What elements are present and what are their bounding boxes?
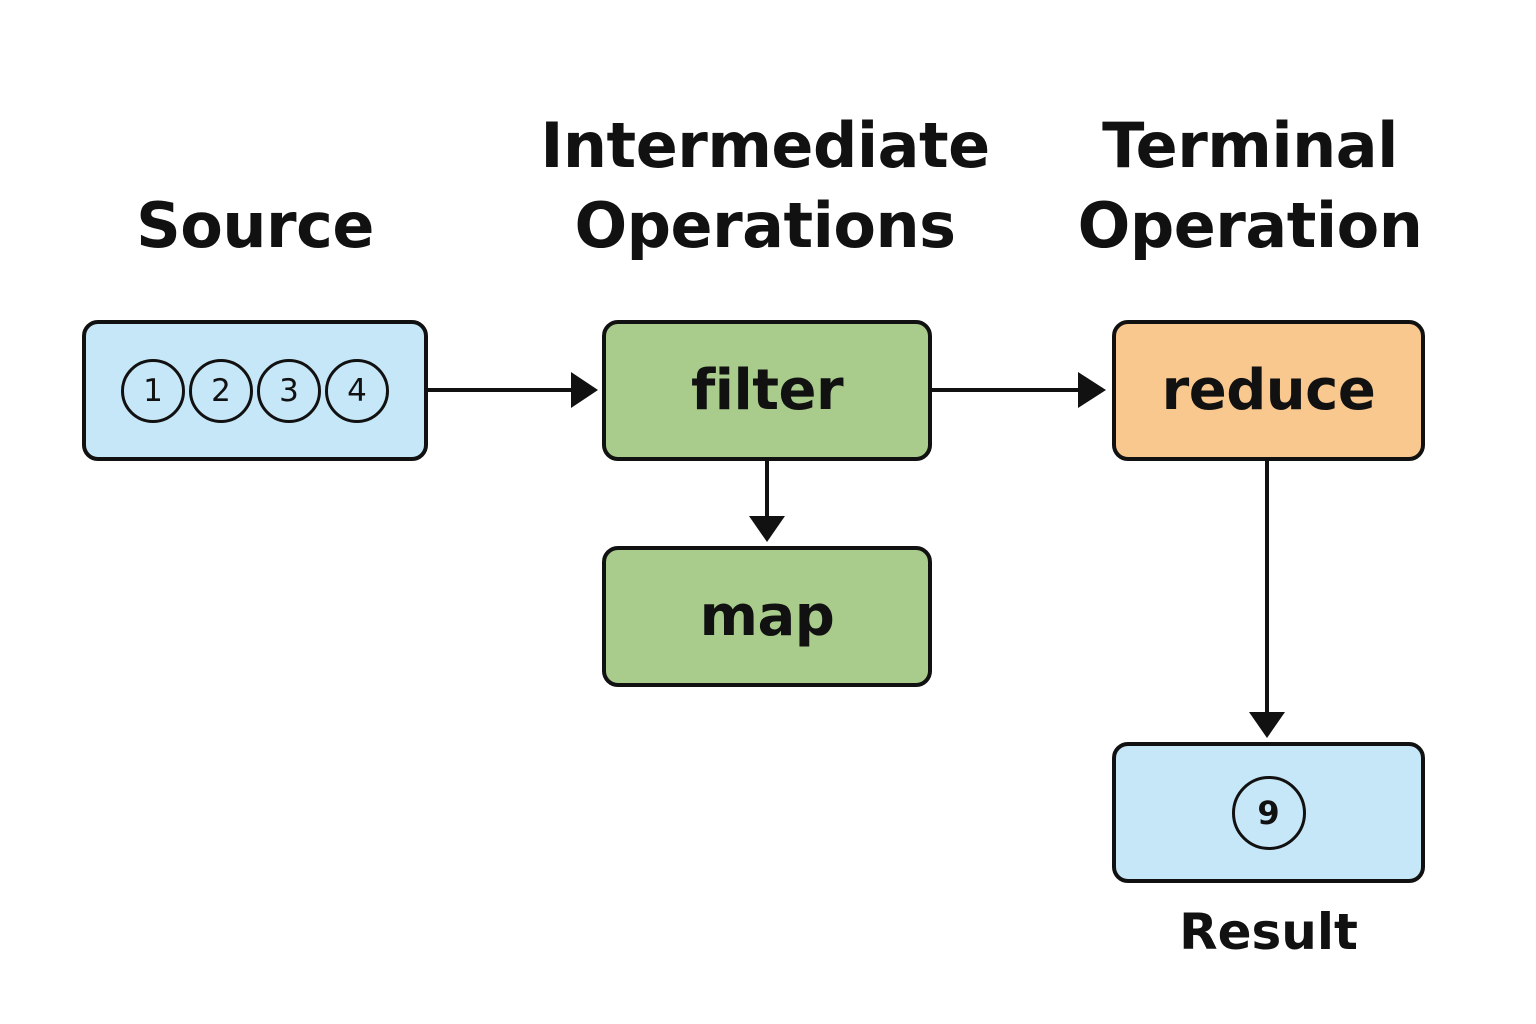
- source-element: 1: [121, 358, 185, 423]
- arrowhead-reduce: [1078, 372, 1106, 408]
- intermediate-heading-line-2: Operations: [574, 189, 956, 262]
- filter-box: filter: [602, 320, 932, 461]
- arrowhead-result: [1249, 712, 1285, 738]
- terminal-heading-line-2: Operation: [1077, 189, 1423, 262]
- intermediate-operations-heading: Intermediate Operations: [500, 106, 1030, 266]
- result-value: 9: [1231, 775, 1306, 850]
- reduce-box: reduce: [1112, 320, 1425, 461]
- arrowhead-map: [749, 516, 785, 542]
- terminal-heading-line-1: Terminal: [1102, 109, 1398, 182]
- reduce-label: reduce: [1161, 358, 1376, 423]
- terminal-operation-heading: Terminal Operation: [1040, 106, 1460, 266]
- arrowhead-filter: [571, 372, 598, 408]
- source-element: 4: [325, 358, 389, 423]
- result-box: 9: [1112, 742, 1425, 883]
- source-heading: Source: [80, 186, 430, 266]
- result-label: Result: [1179, 903, 1358, 961]
- intermediate-heading-line-1: Intermediate: [540, 109, 990, 182]
- source-element: 2: [189, 358, 253, 423]
- source-heading-line: Source: [136, 189, 374, 262]
- map-box: map: [602, 546, 932, 687]
- map-label: map: [699, 584, 835, 649]
- filter-label: filter: [690, 358, 844, 423]
- source-element: 3: [257, 358, 321, 423]
- source-box: 1 2 3 4: [82, 320, 428, 461]
